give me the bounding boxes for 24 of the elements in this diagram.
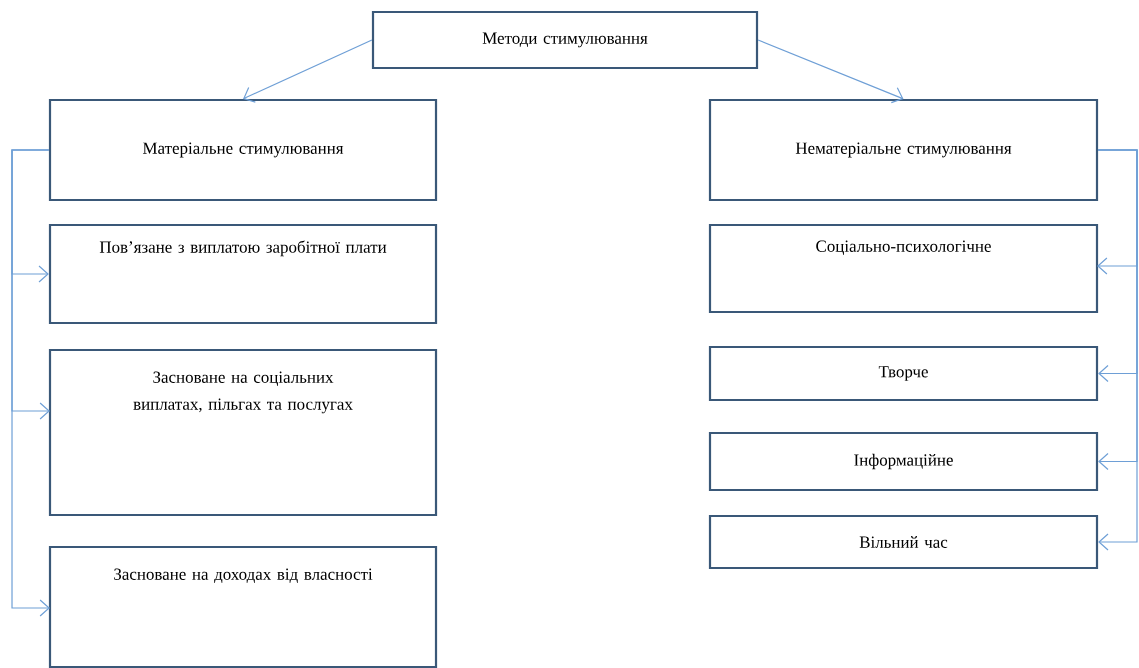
box bbox=[371, 10, 759, 70]
node-label: Методи стимулювання bbox=[482, 32, 648, 48]
box bbox=[48, 545, 438, 668]
arrow bbox=[757, 39, 904, 104]
box bbox=[708, 345, 1099, 402]
node-label: Творче bbox=[878, 366, 928, 381]
box bbox=[708, 98, 1099, 202]
box bbox=[708, 223, 1099, 314]
arrow bbox=[243, 39, 373, 103]
box bbox=[708, 514, 1099, 570]
box bbox=[48, 223, 438, 325]
arrow bbox=[1097, 149, 1138, 551]
box bbox=[48, 348, 438, 517]
box bbox=[708, 431, 1099, 492]
node-label: Нематеріальне стимулювання bbox=[795, 142, 1012, 158]
node-label: Пов’язане з виплатою заробітної плати bbox=[99, 240, 387, 257]
node-label: Матеріальне стимулювання bbox=[142, 142, 344, 158]
node-label: Інформаційне bbox=[854, 453, 953, 470]
box bbox=[48, 98, 438, 202]
arrow bbox=[11, 149, 50, 617]
node-label: Вільний час bbox=[859, 536, 948, 548]
node-label: Засноване на доходах від власності bbox=[114, 568, 373, 584]
node-label: Засноване на соціальних виплатах, пільгах та послугах bbox=[133, 371, 353, 414]
node-label: Соціально-психологічне bbox=[816, 240, 991, 256]
